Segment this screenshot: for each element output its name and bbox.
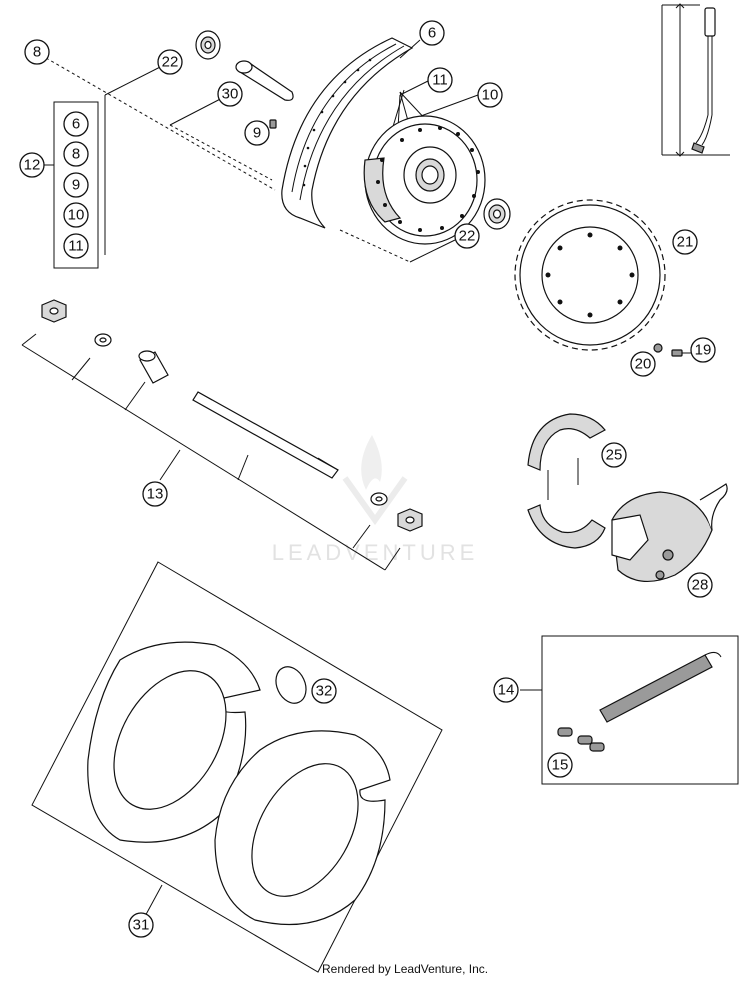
axle-washer-left [94,333,112,347]
chain-group-box [520,635,739,785]
group-item-11[interactable]: 11 [63,233,89,259]
sprocket-bolt [671,349,692,357]
svg-text:20: 20 [635,356,652,373]
callout-9[interactable]: 9 [244,120,270,146]
svg-text:9: 9 [253,125,261,142]
brake-backing-plate [611,483,728,583]
callout-8[interactable]: 8 [24,39,50,65]
axle-spacer [138,350,169,384]
flame-logo-icon [361,435,382,490]
callout-20[interactable]: 20 [630,351,656,377]
callout-6[interactable]: 6 [419,20,445,46]
callout-25[interactable]: 25 [601,442,627,468]
svg-text:19: 19 [695,342,712,359]
brake-rod [661,3,730,157]
wheel-rim [281,37,414,229]
svg-text:8: 8 [33,44,41,61]
svg-text:22: 22 [459,228,476,245]
wheel-bearing-upper [195,30,221,60]
callout-19[interactable]: 19 [690,337,716,363]
callout-11[interactable]: 11 [427,67,453,93]
svg-text:8: 8 [72,146,80,163]
svg-text:32: 32 [316,683,333,700]
leader-lines-wheel [45,39,479,263]
svg-text:10: 10 [482,87,499,104]
callout-22-upper[interactable]: 22 [157,49,183,75]
circlip [275,666,307,704]
group-item-6[interactable]: 6 [63,111,89,137]
svg-text:6: 6 [428,25,436,42]
svg-text:22: 22 [162,54,179,71]
svg-text:11: 11 [68,238,84,255]
sprocket-nut [653,343,663,353]
brake-shoes [527,413,606,549]
callout-28[interactable]: 28 [687,572,713,598]
svg-text:28: 28 [692,577,709,594]
rear-axle [192,391,339,479]
callout-31[interactable]: 31 [128,912,154,938]
svg-text:15: 15 [552,757,569,774]
watermark: LEADVENTURE [272,435,479,565]
drive-chain [599,651,722,723]
hub-spacer [235,60,294,101]
axle-leader-lines [21,333,401,571]
svg-text:31: 31 [133,917,150,934]
svg-text:14: 14 [498,682,515,699]
callout-15[interactable]: 15 [547,752,573,778]
axle-nut-left [41,299,67,323]
spoke-nipple [269,119,277,129]
spoke-kit-group-box [53,101,99,269]
wheel-bearing-lower [483,198,511,230]
svg-text:12: 12 [24,157,41,174]
svg-text:25: 25 [606,447,623,464]
callout-21[interactable]: 21 [672,229,698,255]
group-item-8[interactable]: 8 [63,141,89,167]
callout-14[interactable]: 14 [493,677,519,703]
callout-22-lower[interactable]: 22 [454,223,480,249]
callout-30[interactable]: 30 [217,81,243,107]
group-item-10[interactable]: 10 [63,202,89,228]
render-credit: Rendered by LeadVenture, Inc. [322,962,489,976]
chain-master-link [557,727,605,752]
svg-text:9: 9 [72,177,80,194]
gasket-left [87,641,261,843]
svg-text:30: 30 [222,86,239,103]
wheel-hub [363,115,486,245]
callout-10[interactable]: 10 [477,82,503,108]
rear-sprocket [514,199,666,351]
svg-text:21: 21 [677,234,694,251]
v-logo-icon [342,476,408,526]
callout-32[interactable]: 32 [311,678,337,704]
axle-nut-right [397,508,423,532]
group-item-9[interactable]: 9 [63,172,89,198]
svg-text:13: 13 [147,486,164,503]
axle-washer-right [370,492,388,506]
watermark-text: LEADVENTURE [272,540,479,565]
svg-text:11: 11 [432,72,448,89]
callout-12[interactable]: 12 [19,152,45,178]
gasket-right [214,730,391,926]
svg-text:10: 10 [68,207,85,224]
callout-13[interactable]: 13 [142,481,168,507]
svg-text:6: 6 [72,116,80,133]
